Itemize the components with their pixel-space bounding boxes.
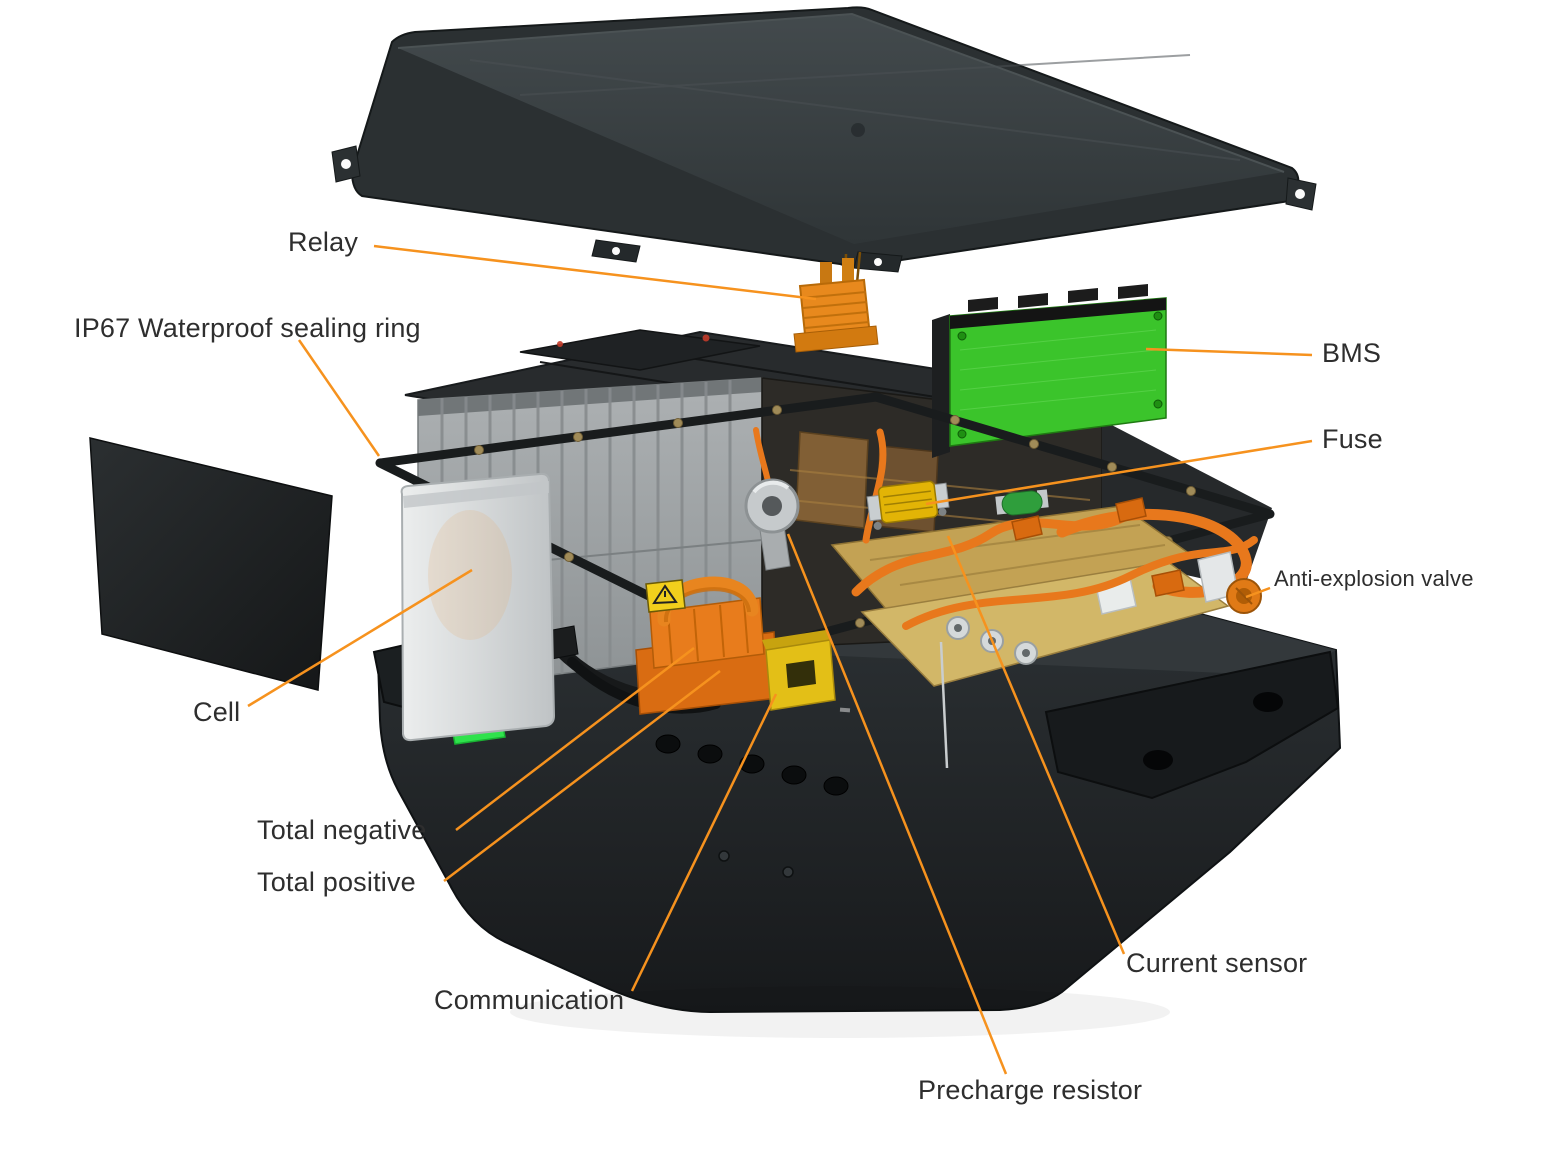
module-top-raised-box [519,329,761,371]
sealing-ring-leader-line [297,339,381,457]
label-fuse: Fuse [1322,424,1383,454]
bms-connectors [968,284,1148,312]
label-communication: Communication [434,985,625,1015]
msd-body [649,597,765,669]
relay-pin-1 [820,262,832,288]
label-sealing-ring: IP67 Waterproof sealing ring [74,313,421,343]
fuse-leader-line [925,439,1313,506]
cell-top-shade [403,481,549,508]
msd-grooves [667,601,749,665]
bms-traces [959,329,1157,411]
tray-right-bracket [1044,650,1340,800]
harness-drop-1 [862,428,887,544]
label-cell: Cell [193,697,241,727]
anti-explosion-valve [1197,551,1262,614]
lid-center-dimple [851,123,865,137]
cell-unit [400,472,556,742]
cell-stack-top-strip [418,378,762,416]
tray-front-holes [655,734,849,796]
comm-connector-top [762,630,830,650]
warning-sticker [645,579,686,613]
harness-run-2 [902,536,1258,630]
bms-leader-line [1145,347,1313,357]
label-current-sensor: Current sensor [1126,948,1308,978]
lid-mounting-ears [331,145,1317,273]
green-cylinder [995,489,1049,516]
label-precharge-resistor: Precharge resistor [918,1075,1143,1105]
relay-leader-line [373,244,817,301]
lid-edge-highlight [397,12,1285,173]
fuse-bolt-left [873,521,882,530]
busbar-board-lower [860,561,1230,687]
tray-front-screws [718,850,794,878]
comm-connector-socket [786,660,816,688]
ring-terminal-highlight [752,480,790,494]
msd-connector [635,576,779,715]
cell-body [400,472,556,742]
label-anti-explosion-valve: Anti-explosion valve [1274,566,1474,591]
relay-ridges [801,291,870,329]
ring-terminal-hole [762,496,782,516]
total-negative-leader-line [455,647,695,831]
harness-connector-blocks [1011,497,1185,597]
fuse-bolt-right [938,507,947,516]
leader-lines [247,244,1313,1075]
precharge-resistor-leader-line [786,533,1008,1075]
bms-top-strip [950,298,1166,329]
label-total-negative: Total negative [257,815,427,845]
bms-bracket [932,314,950,458]
busbar-board-upper-lines [869,524,1166,586]
warning-triangle-icon [652,584,678,605]
total-positive-leader-line [443,670,721,882]
bms [932,284,1167,458]
current-sensor-leader-line [946,535,1126,955]
fuse-ridges [883,490,933,514]
label-bms: BMS [1322,338,1382,368]
lid-top-face [398,14,1284,244]
communication-leader-line [630,693,778,992]
top-cover [331,6,1317,273]
cell-reflection [428,510,512,640]
side-panel [89,437,333,691]
valve-slot [1235,587,1253,605]
communication-connector [762,630,836,711]
relay [793,251,879,353]
ring-terminal [744,478,800,571]
tray-bracket-holes [1143,692,1283,770]
module-board-brown-1 [795,431,869,529]
ground-shadow [510,986,1170,1038]
sense-wire [939,641,949,769]
label-total-positive: Total positive [257,867,416,897]
cell-leader-line [247,568,473,708]
sealing-ring [375,392,1275,655]
anti-explosion-valve-leader-line [1245,586,1271,599]
relay-flange [793,325,879,353]
lid-creases [469,54,1241,161]
relay-pin-2 [842,258,854,284]
label-relay: Relay [288,227,359,257]
bms-screws [957,311,1163,439]
green-cylinder-body [1001,490,1043,516]
